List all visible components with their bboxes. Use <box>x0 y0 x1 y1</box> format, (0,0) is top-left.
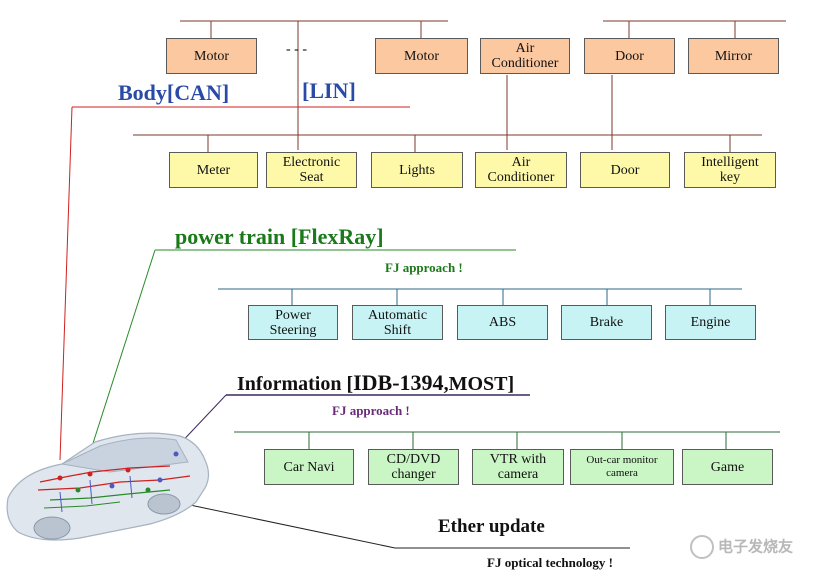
information-title: Information [IDB-1394,MOST] <box>237 370 515 395</box>
power-train-title: power train [FlexRay] <box>175 224 384 249</box>
watermark-logo-icon <box>690 535 714 559</box>
intelligent-key-node: Intelligent key <box>684 152 776 188</box>
ether-update-title: Ether update <box>438 516 545 537</box>
watermark: 电子发烧友 <box>690 535 793 559</box>
door-node: Door <box>580 152 670 188</box>
mirror-node: Mirror <box>688 38 779 74</box>
abs-node: ABS <box>457 305 548 340</box>
car-illustration <box>6 432 210 541</box>
car-navi-node: Car Navi <box>264 449 354 485</box>
power-train-approach: FJ approach ! <box>385 260 463 275</box>
motor-node-2: Motor <box>375 38 468 74</box>
body-can-title: Body[CAN] <box>118 80 230 105</box>
power-steering-node: Power Steering <box>248 305 338 340</box>
information-approach: FJ approach ! <box>332 403 410 418</box>
air-conditioner-node: Air Conditioner <box>475 152 567 188</box>
lin-title: [LIN] <box>302 78 356 103</box>
motor-node-1: Motor <box>166 38 257 74</box>
cd-dvd-changer-node: CD/DVD changer <box>368 449 459 485</box>
air-conditioner-top-node: Air Conditioner <box>480 38 570 74</box>
game-node: Game <box>682 449 773 485</box>
meter-node: Meter <box>169 152 258 188</box>
lights-node: Lights <box>371 152 463 188</box>
brake-node: Brake <box>561 305 652 340</box>
automatic-shift-node: Automatic Shift <box>352 305 443 340</box>
ellipsis: - - - <box>286 42 307 57</box>
ether-subtitle: FJ optical technology ! <box>487 555 614 570</box>
door-top-node: Door <box>584 38 675 74</box>
ether-line <box>127 491 630 549</box>
out-car-monitor-camera-node: Out-car monitor camera <box>570 449 674 485</box>
electronic-seat-node: Electronic Seat <box>266 152 357 188</box>
vtr-with-camera-node: VTR with camera <box>472 449 564 485</box>
engine-node: Engine <box>665 305 756 340</box>
